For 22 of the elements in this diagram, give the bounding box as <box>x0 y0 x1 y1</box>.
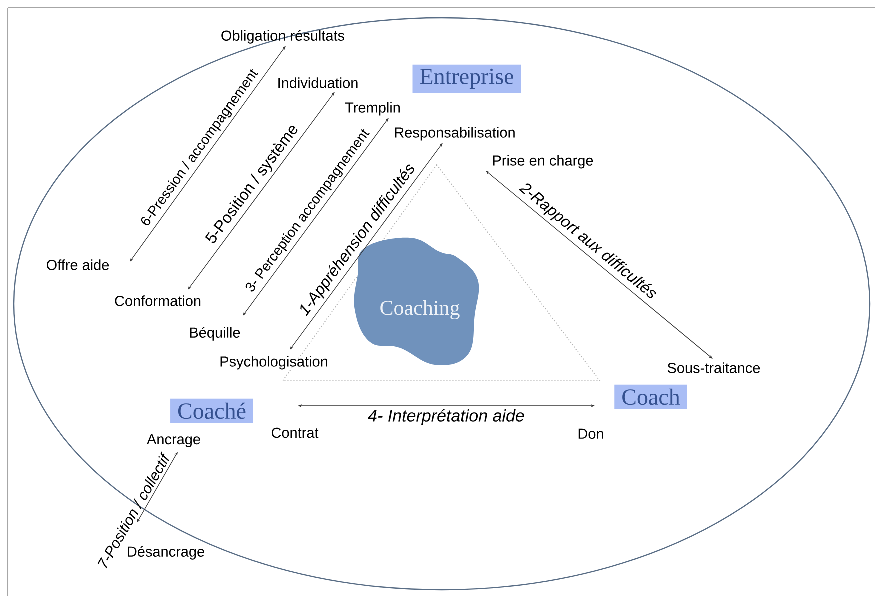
pole-label: Responsabilisation <box>395 127 515 141</box>
pole-label: Offre aide <box>47 260 110 270</box>
double-arrow <box>130 46 286 262</box>
pole-label: Prise en charge <box>493 155 594 169</box>
pole-label: Béquille <box>190 327 240 341</box>
edge-label: 4- Interprétation aide <box>368 409 524 426</box>
double-arrow <box>243 118 389 316</box>
pole-label: Tremplin <box>345 102 400 116</box>
pole-label: Individuation <box>278 78 358 88</box>
label-box: Coaché <box>170 398 254 424</box>
pole-label: Obligation résultats <box>222 30 345 44</box>
double-arrow <box>486 171 713 359</box>
double-arrow <box>290 143 443 350</box>
pole-label: Psychologisation <box>220 356 328 370</box>
pole-label: Conformation <box>115 296 201 306</box>
label-box: Entreprise <box>412 64 522 94</box>
pole-label: Contrat <box>272 428 319 438</box>
pole-label: Sous-traitance <box>668 362 760 374</box>
double-arrow <box>188 92 335 290</box>
pole-label: Ancrage <box>147 434 200 448</box>
pole-label: Don <box>578 428 604 440</box>
label-box: Coach <box>614 384 688 410</box>
